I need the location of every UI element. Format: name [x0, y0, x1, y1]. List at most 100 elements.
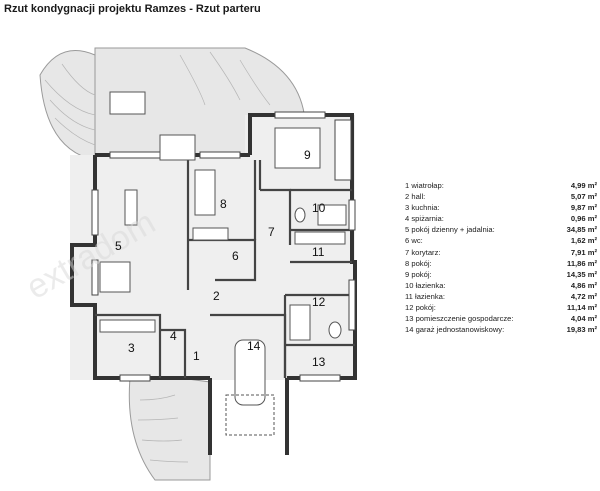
room-number-7: 7	[268, 225, 275, 239]
windows	[91, 111, 356, 382]
kitchen-counter	[99, 319, 156, 333]
room-number-12: 12	[312, 295, 326, 309]
bed-12	[289, 304, 311, 341]
bed-8	[194, 169, 216, 216]
legend-row: 14 garaż jednostanowiskowy: 19,83 m²	[405, 324, 597, 335]
bathroom-fixtures	[294, 204, 347, 339]
legend-room-name: garaż jednostanowiskowy:	[415, 325, 505, 335]
legend-room-name: pokój:	[411, 269, 432, 279]
legend-room-name: wc:	[411, 236, 423, 246]
legend-room-name: pokój dzienny + jadalnia:	[411, 225, 495, 235]
legend-room-name: hall:	[411, 192, 426, 202]
legend-room-label: 3 kuchnia:	[405, 202, 440, 213]
legend-room-number: 9	[405, 269, 410, 279]
legend-room-area: 4,72 m²	[570, 291, 597, 301]
dining-table	[99, 261, 131, 293]
furniture	[99, 91, 321, 436]
legend-row: 12 pokój: 11,14 m²	[405, 302, 597, 313]
legend-room-label: 9 pokój:	[405, 269, 432, 280]
legend-row: 10 łazienka: 4,86 m²	[405, 280, 597, 291]
legend-room-area: 14,35 m²	[566, 269, 597, 279]
legend-row: 4 spiżarnia: 0,96 m²	[405, 213, 597, 224]
room-number-8: 8	[220, 197, 227, 211]
stairs	[192, 227, 229, 241]
legend-room-name: pokój:	[415, 303, 436, 313]
room-number-11: 11	[312, 245, 325, 259]
legend-room-number: 4	[405, 214, 410, 224]
garage-door	[225, 394, 275, 436]
legend-room-number: 10	[405, 280, 414, 290]
legend-room-number: 5	[405, 225, 410, 235]
room-number-5: 5	[115, 239, 122, 253]
room-number-3: 3	[128, 341, 135, 355]
legend-room-name: spiżarnia:	[411, 214, 444, 224]
room-number-10: 10	[312, 201, 326, 215]
legend-row: 13 pomieszczenie gospodarcze: 4,04 m²	[405, 313, 597, 324]
legend-room-label: 4 spiżarnia:	[405, 213, 444, 224]
legend-room-name: wiatrołap:	[411, 181, 444, 190]
legend-row: 2 hall: 5,07 m²	[405, 191, 597, 202]
legend-room-area: 1,62 m²	[570, 236, 597, 246]
fireplace	[159, 134, 196, 161]
legend-row: 9 pokój: 14,35 m²	[405, 269, 597, 280]
legend-room-label: 8 pokój:	[405, 258, 432, 269]
legend-room-number: 12	[405, 303, 414, 313]
legend-room-number: 14	[405, 325, 414, 335]
sofa	[124, 189, 138, 226]
legend-room-label: 1 wiatrołap:	[405, 180, 444, 191]
legend-room-area: 34,85 m²	[566, 225, 597, 235]
room-number-4: 4	[170, 329, 177, 343]
legend-room-area: 4,86 m²	[570, 280, 597, 290]
legend-room-label: 6 wc:	[405, 235, 423, 246]
legend-room-area: 9,87 m²	[570, 203, 597, 213]
legend-room-name: pokój:	[411, 258, 432, 268]
legend-room-label: 2 hall:	[405, 191, 425, 202]
legend-room-area: 4,04 m²	[570, 314, 597, 324]
legend-room-name: pomieszczenie gospodarcze:	[415, 314, 514, 324]
legend-room-number: 3	[405, 203, 410, 213]
legend-room-label: 11 łazienka:	[405, 291, 445, 302]
legend-room-number: 8	[405, 258, 410, 268]
legend-room-number: 11	[405, 291, 413, 301]
room-number-13: 13	[312, 355, 326, 369]
legend-room-area: 11,14 m²	[567, 303, 597, 313]
legend-row: 3 kuchnia: 9,87 m²	[405, 202, 597, 213]
terrace-table	[109, 91, 146, 115]
room-number-14: 14	[247, 339, 261, 353]
legend-row: 5 pokój dzienny + jadalnia: 34,85 m²	[405, 224, 597, 235]
interior-walls	[95, 160, 355, 378]
legend-row: 6 wc: 1,62 m²	[405, 235, 597, 246]
legend-room-area: 19,83 m²	[566, 325, 597, 335]
room-number-1: 1	[193, 349, 200, 363]
room-numbers: 1 2 3 4 5 6 7 8 9 10 11 12 14 13	[115, 148, 326, 369]
legend-room-number: 1	[405, 181, 410, 190]
legend-room-label: 5 pokój dzienny + jadalnia:	[405, 224, 495, 235]
legend-room-name: korytarz:	[411, 247, 441, 257]
legend-room-area: 4,99 m²	[570, 181, 597, 190]
plan-title: Rzut kondygnacji projektu Ramzes - Rzut …	[4, 3, 261, 15]
room-number-6: 6	[232, 249, 239, 263]
legend-room-label: 7 korytarz:	[405, 247, 440, 258]
legend-room-number: 2	[405, 192, 410, 202]
legend-room-label: 12 pokój:	[405, 302, 436, 313]
legend-room-number: 13	[405, 314, 414, 324]
legend-room-area: 5,07 m²	[570, 192, 597, 202]
legend-row: 7 korytarz: 7,91 m²	[405, 247, 597, 258]
legend-room-label: 14 garaż jednostanowiskowy:	[405, 324, 504, 335]
legend-room-number: 7	[405, 247, 410, 257]
legend-row: 8 pokój: 11,86 m²	[405, 258, 597, 269]
legend-room-name: łazienka:	[415, 280, 446, 290]
terrace-lines	[44, 51, 271, 463]
legend-room-area: 11,86 m²	[567, 258, 597, 268]
legend-room-label: 10 łazienka:	[405, 280, 446, 291]
room-number-9: 9	[304, 148, 311, 162]
legend-room-number: 6	[405, 236, 410, 246]
legend-row: 11 łazienka: 4,72 m²	[405, 291, 597, 302]
legend-room-area: 7,91 m²	[570, 247, 597, 257]
legend-row: 1 wiatrołap: 4,99 m²	[405, 180, 597, 191]
room-number-2: 2	[213, 289, 220, 303]
legend-room-area: 0,96 m²	[570, 214, 597, 224]
legend-room-name: łazienka:	[415, 291, 445, 301]
